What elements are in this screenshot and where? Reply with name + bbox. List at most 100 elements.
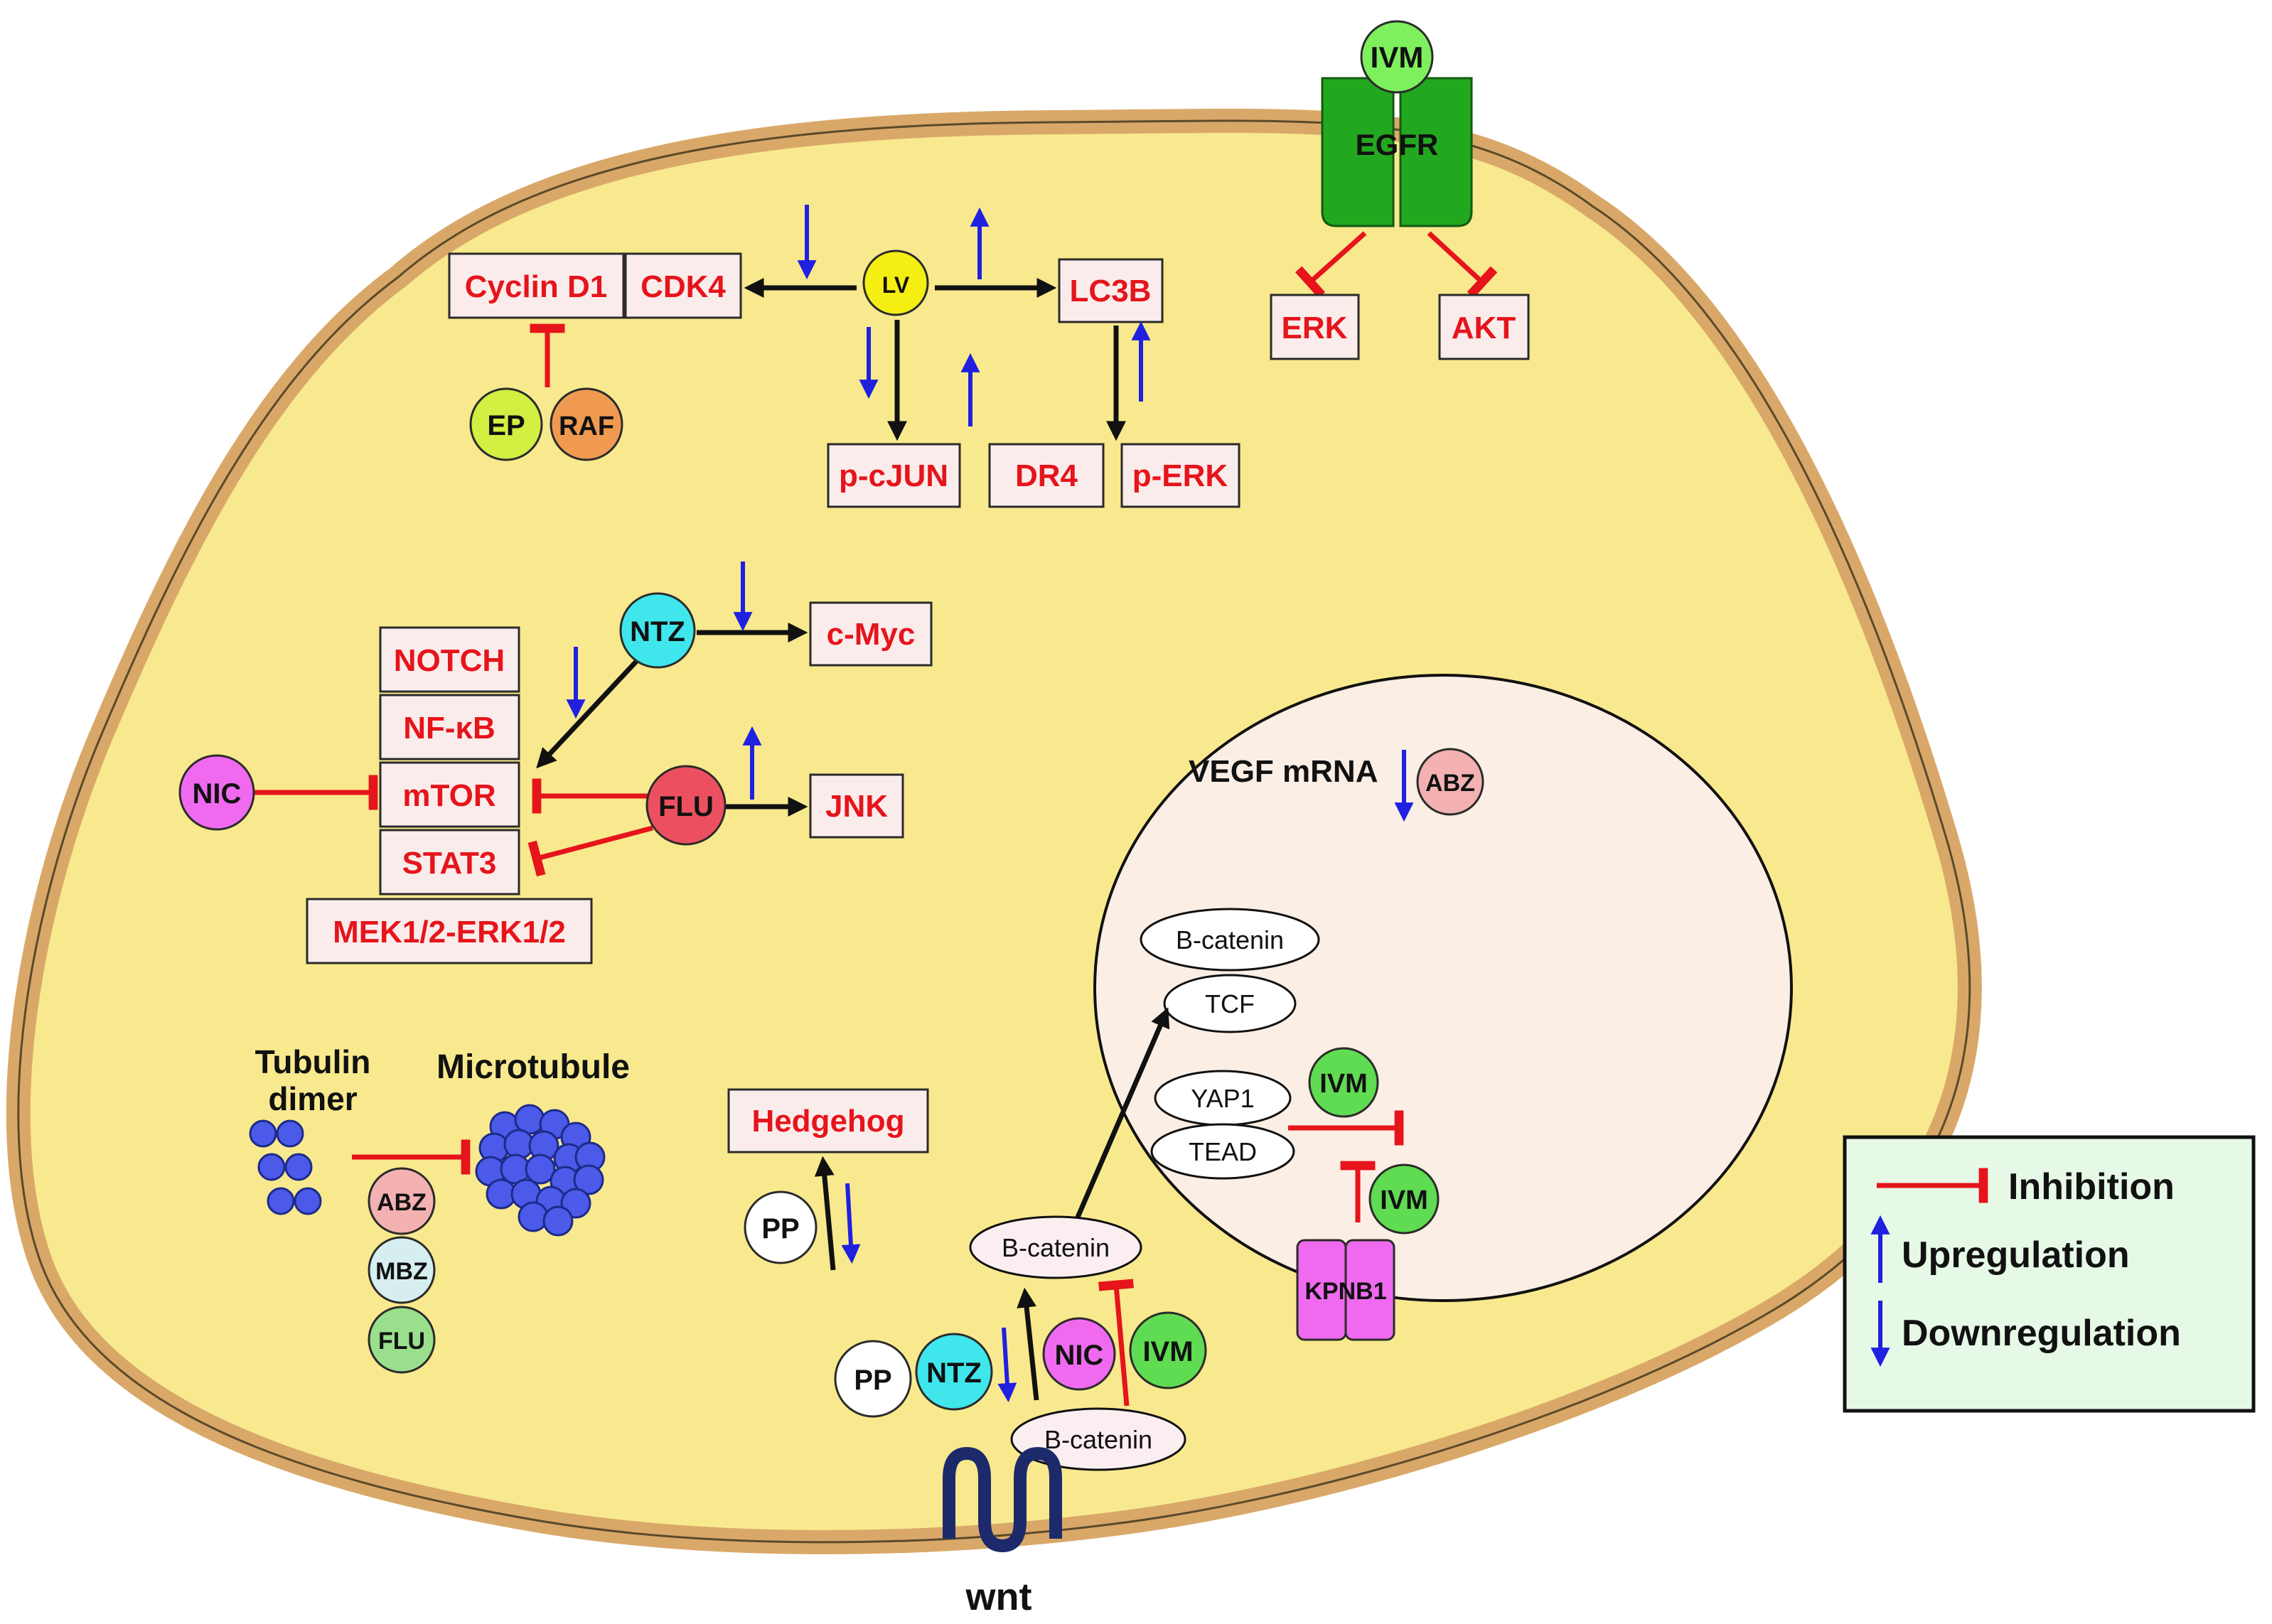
svg-text:NIC: NIC	[193, 778, 242, 810]
abz-compound-vegf: ABZ	[1416, 748, 1484, 816]
target-mek-erk: MEK1/2-ERK1/2	[306, 898, 593, 964]
tcf: TCF	[1163, 974, 1297, 1033]
ntz-compound: NTZ	[619, 592, 696, 669]
abz-compound-tubulin: ABZ	[368, 1167, 436, 1235]
legend-upregulation-label: Upregulation	[1902, 1235, 2130, 1276]
ep-compound: EP	[469, 387, 543, 461]
nic-compound-mtor: NIC	[178, 754, 255, 831]
downregulation-hedgehog	[841, 1183, 861, 1264]
svg-text:NIC: NIC	[1055, 1340, 1104, 1371]
ivm-compound-kpnb1: IVM	[1368, 1163, 1440, 1235]
svg-text:ABZ: ABZ	[377, 1189, 427, 1216]
svg-text:B-catenin: B-catenin	[1044, 1425, 1152, 1454]
svg-text:IVM: IVM	[1371, 41, 1424, 74]
svg-text:mTOR: mTOR	[402, 778, 495, 813]
svg-text:B-catenin: B-catenin	[1002, 1233, 1110, 1262]
svg-text:STAT3: STAT3	[402, 846, 497, 881]
target-nf-kb: NF-κB	[379, 694, 520, 760]
b-catenin-nuclear: B-catenin	[1140, 908, 1320, 972]
microtubule-cluster	[475, 1104, 606, 1237]
flu-compound-tubulin: FLU	[368, 1306, 436, 1374]
inhibition-nic-ivm-b-catenin	[1098, 1279, 1134, 1407]
activation-b-catenin-nucleus	[1074, 1007, 1170, 1220]
tubulin-dimer-label: dimer	[268, 1080, 357, 1117]
svg-text:TEAD: TEAD	[1189, 1137, 1257, 1166]
svg-text:ABZ: ABZ	[1425, 770, 1475, 797]
target-hedgehog: Hedgehog	[727, 1088, 929, 1154]
svg-text:MBZ: MBZ	[375, 1258, 428, 1285]
svg-text:IVM: IVM	[1380, 1185, 1428, 1215]
downregulation-b-catenin	[997, 1327, 1017, 1403]
nic-compound-b-catenin: NIC	[1042, 1317, 1116, 1391]
b-catenin-cytoplasm: B-catenin	[969, 1215, 1142, 1279]
svg-text:DR4: DR4	[1015, 458, 1078, 493]
wnt-label: wnt	[965, 1576, 1032, 1618]
wnt-receptor	[943, 1447, 1062, 1552]
raf-compound: RAF	[550, 387, 623, 461]
svg-text:Hedgehog: Hedgehog	[751, 1104, 904, 1139]
svg-text:IVM: IVM	[1142, 1336, 1193, 1367]
egfr-label: EGFR	[1356, 128, 1439, 161]
svg-text:IVM: IVM	[1319, 1069, 1368, 1099]
svg-text:CDK4: CDK4	[641, 269, 726, 304]
target-cdk4: CDK4	[624, 252, 742, 319]
svg-text:NTZ: NTZ	[926, 1357, 982, 1389]
svg-text:TCF: TCF	[1205, 989, 1255, 1018]
target-c-myc: c-Myc	[809, 601, 933, 667]
target-notch: NOTCH	[379, 626, 520, 693]
microtubule-label: Microtubule	[436, 1048, 630, 1086]
target-jnk: JNK	[809, 773, 904, 839]
pp-compound-b-catenin: PP	[834, 1340, 912, 1418]
svg-text:p-ERK: p-ERK	[1132, 458, 1228, 493]
svg-text:NOTCH: NOTCH	[394, 643, 505, 678]
svg-text:JNK: JNK	[825, 789, 888, 824]
inhibition-egfr-erk	[1295, 231, 1367, 299]
target-p-erk: p-ERK	[1120, 443, 1241, 508]
vegf-mrna-label: VEGF mRNA	[1189, 754, 1378, 789]
target-cyclin-d1: Cyclin D1	[448, 252, 625, 319]
activation-ntz-mtor	[536, 652, 645, 769]
legend: Inhibition Upregulation Downregulation	[1843, 1135, 2256, 1413]
target-erk: ERK	[1270, 294, 1360, 360]
legend-downregulation-label: Downregulation	[1902, 1313, 2181, 1354]
svg-text:B-catenin: B-catenin	[1176, 925, 1284, 954]
mbz-compound: MBZ	[368, 1236, 436, 1304]
target-akt: AKT	[1438, 294, 1530, 360]
activation-pp-hedgehog	[814, 1156, 836, 1271]
tubulin-dimer-dots	[249, 1119, 322, 1215]
svg-text:MEK1/2-ERK1/2: MEK1/2-ERK1/2	[333, 915, 566, 950]
inhibition-egfr-akt	[1427, 231, 1498, 299]
lv-compound: LV	[862, 249, 929, 316]
svg-text:FLU: FLU	[658, 791, 714, 822]
svg-text:c-Myc: c-Myc	[827, 617, 916, 652]
svg-text:LC3B: LC3B	[1070, 274, 1152, 308]
svg-text:EP: EP	[487, 410, 525, 441]
kpnb1-importin: KPNB1	[1296, 1239, 1395, 1341]
svg-text:NF-κB: NF-κB	[403, 711, 495, 746]
b-catenin-membrane: B-catenin	[1010, 1407, 1186, 1471]
target-p-cjun: p-cJUN	[827, 443, 961, 508]
svg-text:KPNB1: KPNB1	[1304, 1278, 1386, 1305]
svg-text:Cyclin D1: Cyclin D1	[465, 269, 608, 304]
ivm-compound-yap: IVM	[1308, 1047, 1379, 1118]
target-stat3: STAT3	[379, 829, 520, 896]
svg-text:AKT: AKT	[1452, 311, 1516, 345]
svg-text:YAP1: YAP1	[1191, 1084, 1254, 1113]
egfr-receptor: EGFR	[1321, 77, 1473, 227]
ntz-compound-b-catenin: NTZ	[915, 1333, 993, 1411]
inhibition-flu-stat3	[527, 825, 653, 877]
tubulin-label: Tubulin	[255, 1043, 371, 1080]
yap1: YAP1	[1154, 1070, 1292, 1126]
svg-text:PP: PP	[761, 1213, 799, 1244]
tead: TEAD	[1150, 1123, 1295, 1180]
svg-text:p-cJUN: p-cJUN	[839, 458, 948, 493]
legend-inhibition-label: Inhibition	[2008, 1166, 2175, 1208]
svg-text:NTZ: NTZ	[630, 616, 685, 647]
svg-text:PP: PP	[854, 1365, 891, 1396]
target-mtor: mTOR	[379, 761, 520, 828]
svg-text:RAF: RAF	[559, 412, 614, 441]
svg-text:FLU: FLU	[378, 1328, 425, 1355]
flu-compound: FLU	[645, 765, 727, 846]
pp-compound-hedgehog: PP	[744, 1190, 818, 1264]
